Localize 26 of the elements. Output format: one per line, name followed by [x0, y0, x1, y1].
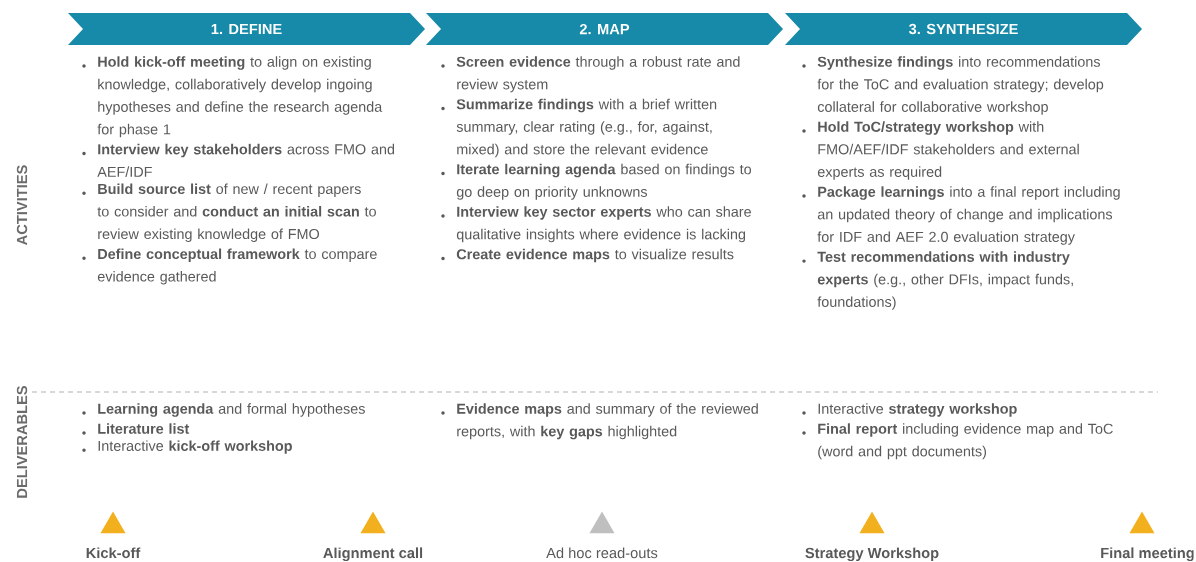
bullet-text: Interview key stakeholders across FMO and AEF/IDF: [82, 143, 395, 177]
milestone-triangle: [360, 511, 386, 534]
milestone-label: Kick-off: [86, 547, 141, 559]
chevron-banner: 2. MAP: [426, 13, 783, 45]
milestone-triangle: [859, 511, 885, 534]
section-heading: ACTIVITIES: [16, 165, 28, 245]
bullet-text: Test recommendations with industry experts (e.g., other DFIs, impact funds, foundations): [802, 251, 1073, 310]
bullet-text: Package learnings into a final report including an updated theory of change and implications for IDF and AEF 2.0 evaluation strategy: [802, 186, 1120, 245]
milestone-triangle: [100, 511, 126, 534]
bullet-text: Interactive kick-off workshop: [82, 440, 292, 454]
bullet-text: Evidence maps and summary of the reviewed reports, with key gaps highlighted: [441, 403, 758, 440]
bullet-text: Define conceptual framework to compare evidence gathered: [82, 248, 377, 285]
milestone-label: Ad hoc read-outs: [546, 547, 658, 559]
bullet-text: Final report including evidence map and ToC (word and ppt documents): [802, 423, 1113, 460]
milestone-label: Final meeting: [1101, 547, 1194, 562]
chevron-banner: 3. SYNTHESIZE: [785, 13, 1142, 45]
chevron-banner: 1. DEFINE: [68, 13, 425, 45]
bullet-text: Learning agenda and formal hypotheses: [82, 403, 365, 417]
bullet-text: Create evidence maps to visualize results: [441, 248, 734, 263]
milestone-label: Strategy Workshop: [805, 547, 939, 562]
milestone-label: Alignment call: [323, 547, 423, 562]
section-heading: DELIVERABLES: [16, 385, 28, 498]
milestone-triangle: [589, 511, 615, 534]
bullet-text: Literature list: [82, 423, 190, 435]
milestone-triangle: [1129, 511, 1155, 534]
bullet-text: Interactive strategy workshop: [802, 403, 1017, 417]
